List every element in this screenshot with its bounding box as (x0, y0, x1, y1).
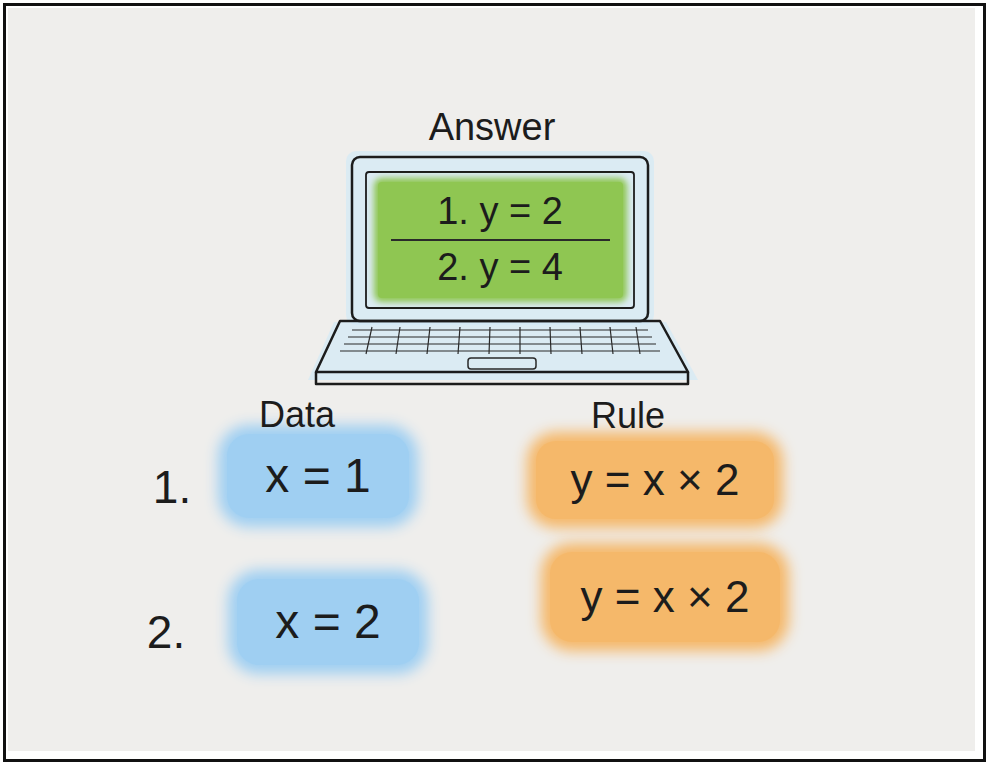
node-text: y = x × 2 (571, 455, 740, 506)
laptop-outline (316, 157, 688, 384)
row-number: 2. (147, 606, 185, 659)
node-text: y = x × 2 (581, 572, 750, 623)
column-heading: Data (259, 394, 335, 435)
node-text: 1. y = 2 (437, 190, 563, 234)
keyboard-keys (340, 327, 660, 354)
column-heading: Rule (591, 395, 665, 436)
row-number: 1. (153, 461, 191, 514)
rule-highlight: y = x × 2 (550, 552, 780, 642)
node-text: x = 1 (265, 448, 370, 503)
screen-heading: Answer (429, 106, 556, 150)
answer-screen: 1. y = 2 2. y = 4 (378, 182, 623, 297)
data-highlight: x = 2 (237, 579, 419, 665)
rule-highlight: y = x × 2 (536, 441, 774, 520)
laptop-shading (308, 151, 698, 380)
node-text: 2. y = 4 (437, 246, 563, 290)
screen-divider (391, 239, 610, 241)
node-text: x = 2 (275, 594, 380, 649)
touchpad (468, 358, 536, 369)
data-highlight: x = 1 (227, 434, 409, 518)
